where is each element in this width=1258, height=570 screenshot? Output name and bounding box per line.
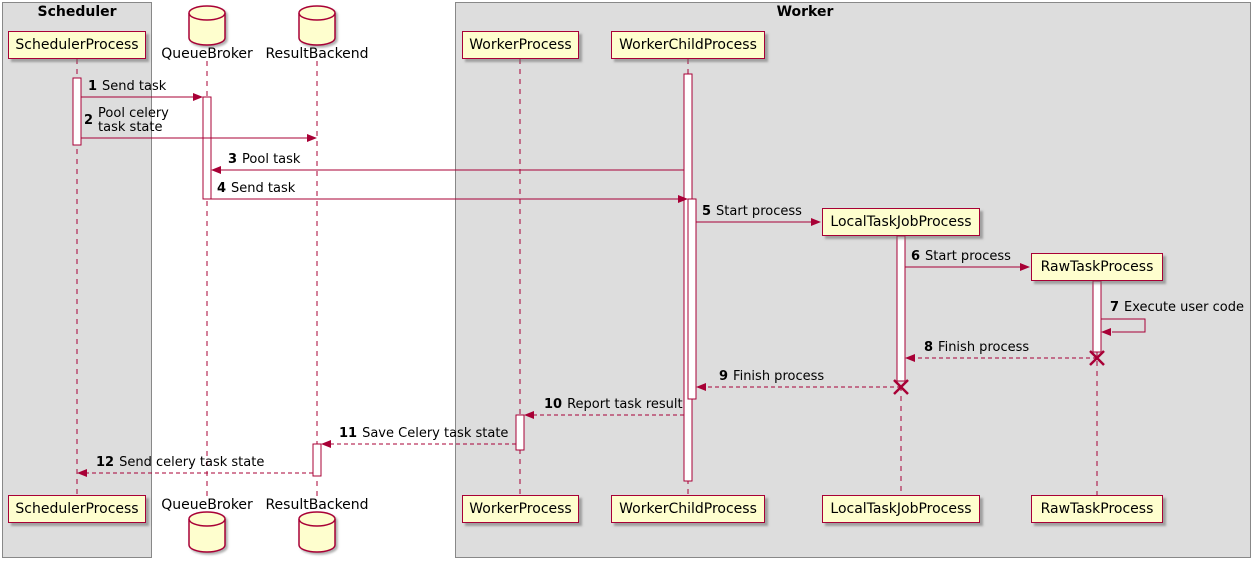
message-text: Send task — [231, 181, 296, 196]
frame-worker-title: Worker — [776, 4, 834, 20]
database-icon-top — [188, 511, 226, 527]
database-icon-queuebroker-top — [188, 5, 226, 46]
activation-resultbackend — [312, 443, 322, 477]
message-1-label: 1 Send task — [88, 80, 166, 94]
participant-label: WorkerProcess — [469, 501, 572, 517]
participant-label: LocalTaskJobProcess — [830, 501, 972, 517]
participant-rawtaskprocess-created: RawTaskProcess — [1031, 253, 1163, 281]
participant-workerchildprocess-bottom: WorkerChildProcess — [611, 495, 765, 523]
participant-label: WorkerChildProcess — [619, 501, 757, 517]
message-12-label: 12 Send celery task state — [96, 456, 264, 470]
database-icon-body — [188, 13, 226, 46]
message-text: Finish process — [733, 369, 825, 384]
participant-label: SchedulerProcess — [15, 37, 139, 53]
message-number: 5 — [702, 204, 712, 219]
message-text: Start process — [716, 204, 802, 219]
database-icon-body — [298, 519, 336, 553]
message-5-label: 5 Start process — [702, 205, 802, 219]
database-icon-queuebroker-bottom — [188, 511, 226, 553]
database-icon-top — [298, 511, 336, 527]
participant-localtaskjobprocess-bottom: LocalTaskJobProcess — [822, 495, 980, 523]
message-7-label: 7 Execute user code — [1110, 301, 1244, 315]
message-number: 11 — [339, 426, 358, 441]
message-2-label: 2 Pool celery task state — [84, 107, 169, 135]
frame-scheduler-title: Scheduler — [37, 4, 117, 20]
message-8-label: 8 Finish process — [924, 341, 1029, 355]
database-icon-resultbackend-top — [298, 5, 336, 46]
database-icon-top — [188, 5, 226, 21]
database-icon-body — [298, 13, 336, 46]
message-number: 2 — [84, 113, 94, 128]
message-text: Start process — [925, 249, 1011, 264]
database-icon-resultbackend-bottom — [298, 511, 336, 553]
participant-rawtaskprocess-bottom: RawTaskProcess — [1031, 495, 1163, 523]
participant-workerchildprocess-top: WorkerChildProcess — [611, 31, 765, 59]
message-number: 7 — [1110, 300, 1120, 315]
database-label-queuebroker-top: QueueBroker — [161, 46, 253, 62]
message-number: 8 — [924, 340, 934, 355]
message-number: 10 — [544, 397, 563, 412]
message-text: Report task result — [567, 397, 683, 412]
activation-queuebroker — [202, 96, 212, 200]
participant-label: WorkerChildProcess — [619, 37, 757, 53]
participant-label: LocalTaskJobProcess — [830, 214, 972, 230]
message-text: Save Celery task state — [362, 426, 509, 441]
database-icon-top — [298, 5, 336, 21]
message-number: 3 — [228, 152, 238, 167]
message-number: 9 — [719, 369, 729, 384]
participant-label: RawTaskProcess — [1040, 259, 1154, 275]
message-number: 12 — [96, 455, 115, 470]
database-label-resultbackend-top: ResultBackend — [265, 46, 369, 62]
message-6-label: 6 Start process — [911, 250, 1011, 264]
message-text: Pool celery task state — [98, 106, 169, 135]
message-number: 1 — [88, 79, 98, 94]
message-11-label: 11 Save Celery task state — [339, 427, 508, 441]
participant-label: WorkerProcess — [469, 37, 572, 53]
message-text: Send celery task state — [119, 455, 265, 470]
message-text: Pool task — [242, 152, 301, 167]
message-3-label: 3 Pool task — [228, 153, 300, 167]
participant-schedulerprocess-top: SchedulerProcess — [8, 31, 146, 59]
message-number: 4 — [217, 181, 227, 196]
message-10-label: 10 Report task result — [544, 398, 683, 412]
message-text: Execute user code — [1124, 300, 1245, 315]
message-text: Send task — [102, 79, 167, 94]
participant-workerprocess-top: WorkerProcess — [462, 31, 579, 59]
database-icon-body — [188, 519, 226, 553]
message-text: Finish process — [938, 340, 1030, 355]
database-label-resultbackend-bottom: ResultBackend — [265, 497, 369, 513]
participant-workerprocess-bottom: WorkerProcess — [462, 495, 579, 523]
message-number: 6 — [911, 249, 921, 264]
participant-label: RawTaskProcess — [1040, 501, 1154, 517]
participant-label: SchedulerProcess — [15, 501, 139, 517]
message-9-label: 9 Finish process — [719, 370, 824, 384]
participant-localtaskjobprocess-created: LocalTaskJobProcess — [822, 208, 980, 236]
database-label-queuebroker-bottom: QueueBroker — [161, 497, 253, 513]
participant-schedulerprocess-bottom: SchedulerProcess — [8, 495, 146, 523]
message-4-label: 4 Send task — [217, 182, 295, 196]
